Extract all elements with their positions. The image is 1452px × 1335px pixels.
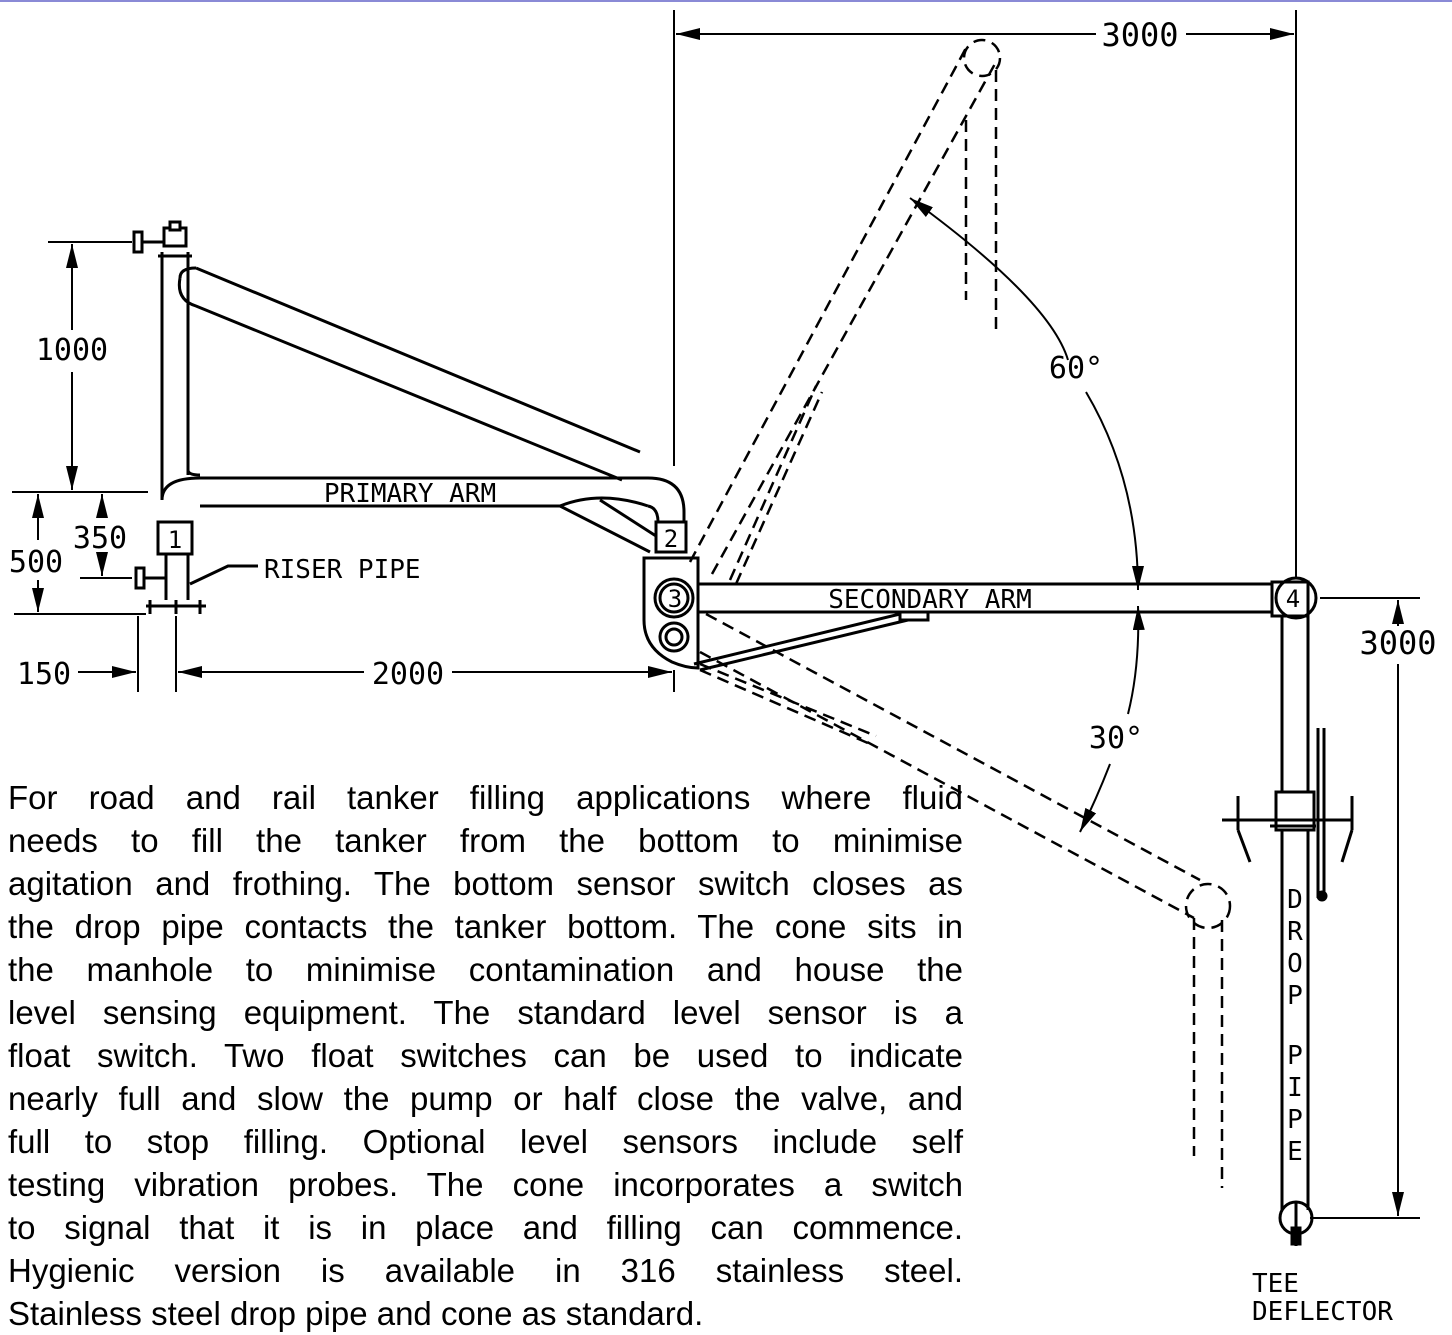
drop-pipe-assembly: [1222, 616, 1354, 1246]
drawing-labels: 3000 3000 1000 350 500 150 2000 60° 30° …: [9, 16, 1437, 1327]
dim-right-height: 3000: [1359, 624, 1436, 662]
description-line: the manhole to minimise contamination an…: [8, 951, 963, 988]
description-line: agitation and frothing. The bottom senso…: [8, 865, 963, 902]
joint-1-label: 1: [168, 526, 182, 554]
description-line: the drop pipe contacts the tanker bottom…: [8, 908, 963, 945]
description-paragraph: For road and rail tanker filling applica…: [8, 776, 963, 1335]
joint-3-label: 3: [668, 585, 682, 613]
tee-deflector-label-line1: TEE: [1252, 1269, 1299, 1299]
lowered-arm-position: [699, 612, 1232, 1188]
primary-arm-label: PRIMARY ARM: [324, 479, 496, 509]
tee-deflector-label-line2: DEFLECTOR: [1252, 1297, 1393, 1327]
description-line: Stainless steel drop pipe and cone as st…: [8, 1295, 704, 1332]
top-border: [0, 0, 1452, 2]
description-line: to signal that it is in place and fillin…: [8, 1209, 963, 1246]
dimension-lines: [12, 10, 1420, 1219]
description-line: needs to fill the tanker from the bottom…: [8, 822, 963, 859]
description-line: level sensing equipment. The standard le…: [8, 994, 963, 1031]
drop-pipe-letter: E: [1287, 1137, 1303, 1167]
description-line: nearly full and slow the pump or half cl…: [8, 1080, 963, 1117]
description-line: testing vibration probes. The cone incor…: [8, 1166, 963, 1203]
drop-pipe-letter: I: [1287, 1073, 1303, 1103]
dim-primary-2000: 2000: [372, 657, 444, 692]
riser-pipe-assembly: [132, 220, 688, 614]
angle-down-label: 30°: [1089, 721, 1143, 756]
description-line: For road and rail tanker filling applica…: [8, 779, 963, 816]
joint-2-label: 2: [664, 525, 678, 553]
description-line: full to stop filling. Optional level sen…: [8, 1123, 963, 1160]
drop-pipe-letter: P: [1287, 981, 1303, 1011]
dim-riser-350: 350: [73, 521, 127, 556]
drop-pipe-letter: R: [1287, 917, 1303, 947]
description-line: float switch. Two float switches can be …: [8, 1037, 963, 1074]
raised-arm-position: [688, 38, 1002, 585]
drop-pipe-letter: P: [1287, 1041, 1303, 1071]
drop-pipe-letter: O: [1287, 949, 1303, 979]
secondary-arm-assembly: [642, 556, 1318, 672]
riser-pipe-label: RISER PIPE: [264, 555, 421, 585]
joint-4-label: 4: [1286, 585, 1300, 613]
dim-top-width: 3000: [1101, 16, 1178, 54]
dim-riser-500: 500: [9, 545, 63, 580]
dim-riser-150: 150: [17, 657, 71, 692]
drop-pipe-letter: D: [1287, 885, 1303, 915]
description-line: Hygienic version is available in 316 sta…: [8, 1252, 963, 1289]
secondary-arm-label: SECONDARY ARM: [828, 585, 1032, 615]
angle-up-label: 60°: [1049, 351, 1103, 386]
drop-pipe-letter: P: [1287, 1105, 1303, 1135]
dim-riser-1000: 1000: [36, 333, 108, 368]
